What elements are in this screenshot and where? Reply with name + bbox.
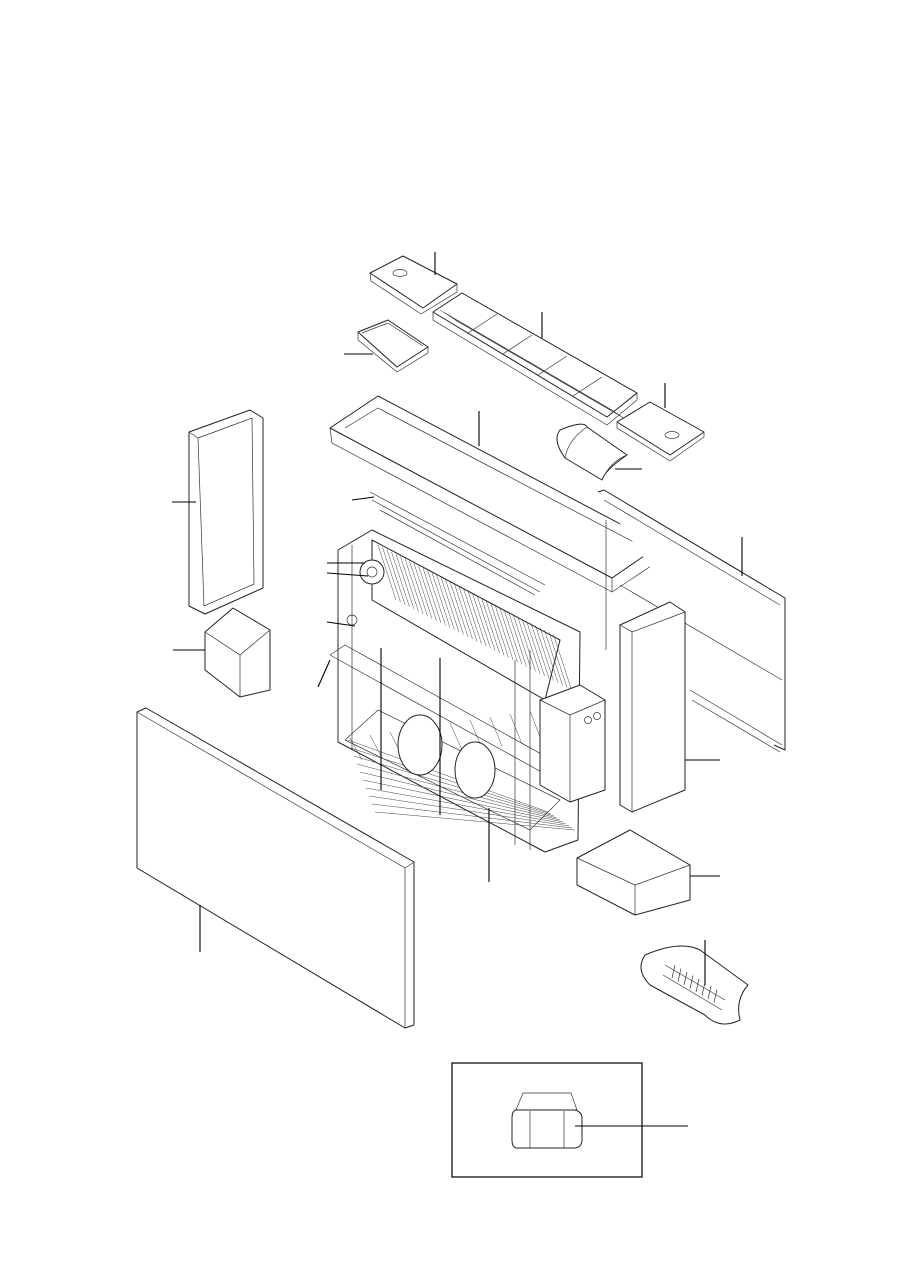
hatch-line [356,763,558,819]
hatch-line [490,602,509,658]
hatch-line [695,978,700,993]
hatch-line [537,355,568,376]
hatch-line [427,570,446,626]
curved-deflector [556,423,628,481]
hatch-line [365,787,567,825]
hatch-line [413,563,433,619]
hatch-line [548,632,568,688]
hatch-line [671,964,676,979]
hatch-line [508,611,527,667]
hatch-line [449,722,463,751]
hatch-line [472,593,491,649]
hatch-line [509,713,523,745]
hatch-line [409,561,428,617]
hatch-line [377,544,397,601]
electrical-box [539,684,606,803]
hatch-line [463,588,482,644]
top-left-cover-plate [369,255,458,315]
hatch-line [382,547,401,603]
hatch-line [489,716,503,747]
hatch-line [707,985,712,1000]
rear-rail-panel [597,489,786,753]
nut-detail-inset [451,1062,643,1178]
hatch-line [353,755,555,817]
hatch-line [359,771,561,821]
hatch-line [539,627,559,683]
hose-rings [671,964,718,1003]
left-bottom-box [204,607,271,698]
hatch-line [713,989,718,1003]
hex-nut [511,1109,583,1149]
wire-rod-assembly [369,491,546,596]
hatch-line [386,549,406,605]
leader-line [326,621,356,627]
hatch-line [454,584,473,640]
hatch-line [404,558,424,614]
hatch-line [683,971,688,986]
hatch-line [517,616,536,672]
hatch-line [677,968,682,982]
hatch-line [400,556,419,612]
hatch-line [374,811,576,831]
hatch-line [422,567,442,624]
air-grille-strip [432,292,638,426]
front-panel [136,707,415,1029]
hatch-line [689,975,694,989]
hatch-line [350,747,552,815]
hatch-line [368,795,570,827]
hatch-line [395,554,415,610]
leader-line [326,572,369,577]
top-right-cover-plate [616,401,705,462]
hatch-line [440,577,460,633]
hatch-line [481,597,500,653]
blower-fan [397,714,443,776]
leader-line [317,659,331,688]
hatch-line [544,630,563,686]
hatch-line [535,625,554,681]
hatch-line [521,618,541,674]
hatch-line [467,590,487,647]
hatch-line [503,609,523,665]
hatch-line [494,604,514,660]
hatch-line [371,803,573,829]
hatch-line [476,595,496,651]
hatch-line [418,565,437,621]
hatch-line [485,600,505,656]
drain-hose-bag [640,945,749,1025]
leader-line [351,496,375,501]
motor [359,559,385,585]
heat-exchanger-coil [377,544,572,690]
hatch-line [458,586,478,642]
hatch-line [431,572,451,628]
hatch-line [530,623,550,679]
hatch-line [499,607,518,663]
blower-fan [454,741,496,799]
hatch-line [526,620,545,676]
hatch-line [512,613,532,670]
right-side-panel [619,601,686,813]
hatch-line [391,551,410,607]
hatch-line [449,581,469,637]
small-tray [357,319,429,373]
main-chassis [329,529,581,853]
hatch-line [436,574,455,630]
right-bottom-box [576,829,691,916]
hatch-line [445,579,464,635]
hatch-line [369,734,383,759]
hatch-line [572,376,603,397]
left-side-frame [188,409,264,615]
hatch-line [553,634,572,690]
hatch-line [454,319,628,421]
